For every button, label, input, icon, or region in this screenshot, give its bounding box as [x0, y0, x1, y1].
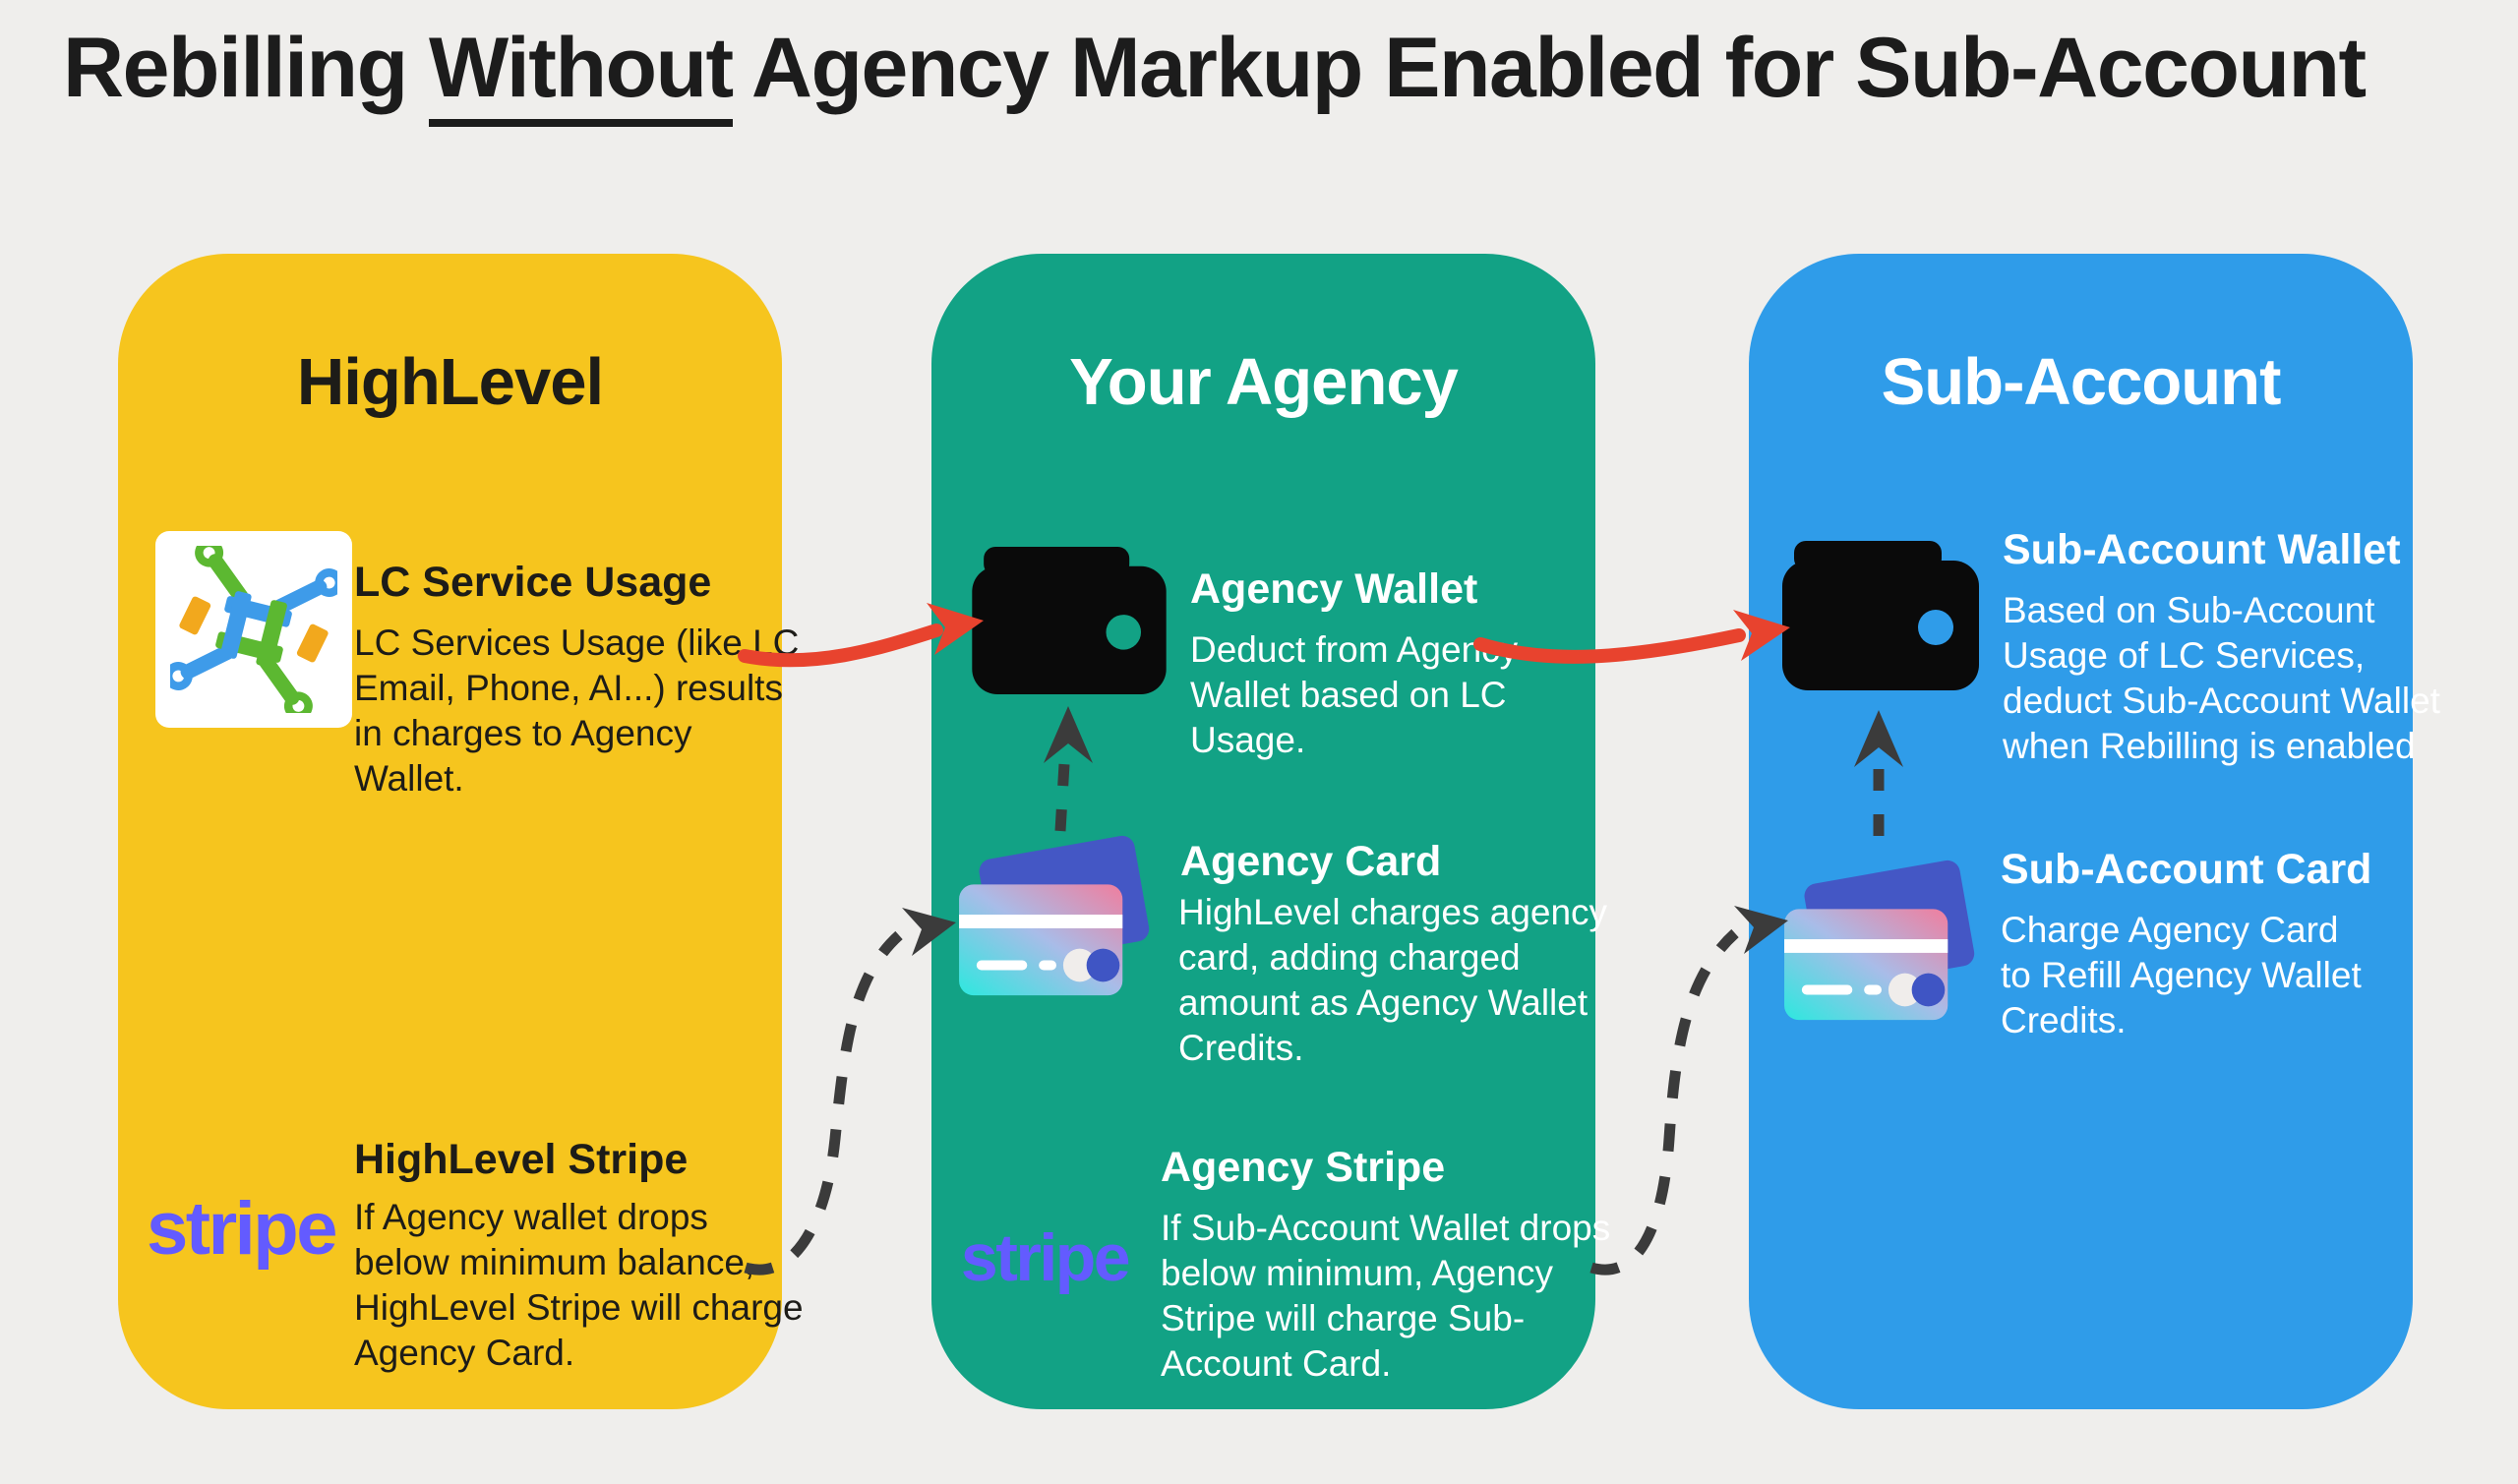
card-sub-account-title: Sub-Account [1881, 345, 2282, 419]
wallet-icon [1782, 536, 1979, 695]
wallet-icon [972, 547, 1167, 694]
section-subaccount-card-heading: Sub-Account Card [2001, 846, 2372, 893]
page-title-pre: Rebilling [63, 21, 429, 115]
section-lc-service-usage-heading: LC Service Usage [354, 559, 712, 606]
section-agency-stripe-heading: Agency Stripe [1161, 1144, 1446, 1191]
credit-card-icon [957, 829, 1152, 1011]
stripe-logo-icon: stripe [147, 1187, 337, 1271]
section-lc-service-usage-body: LC Services Usage (like LC Email, Phone,… [354, 623, 800, 799]
section-highlevel-stripe-body: If Agency wallet drops below minimum bal… [354, 1197, 804, 1373]
highlevel-logo-icon [155, 531, 352, 728]
card-highlevel: HighLevel [118, 254, 782, 1409]
section-agency-wallet-heading: Agency Wallet [1190, 565, 1478, 613]
stripe-logo-icon: stripe [960, 1219, 1131, 1295]
card-highlevel-title: HighLevel [296, 345, 604, 419]
section-agency-wallet-body: Deduct from Agency Wallet based on LC Us… [1190, 629, 1519, 760]
page-title-post: Agency Markup Enabled for Sub-Account [732, 21, 2367, 115]
section-agency-card-body: HighLevel charges agency card, adding ch… [1178, 892, 1608, 1068]
section-highlevel-stripe-heading: HighLevel Stripe [354, 1136, 689, 1183]
section-subaccount-wallet-body: Based on Sub-Account Usage of LC Service… [2003, 590, 2440, 766]
card-sub-account: Sub-Account [1749, 254, 2413, 1409]
card-your-agency: Your Agency [931, 254, 1595, 1409]
credit-card-icon [1782, 854, 1977, 1036]
page-title-underlined-word: Without [429, 21, 734, 127]
section-agency-card-heading: Agency Card [1180, 838, 1442, 885]
card-your-agency-title: Your Agency [1069, 345, 1459, 419]
section-agency-stripe-body: If Sub-Account Wallet drops below minimu… [1161, 1208, 1611, 1384]
page-title: Rebilling Without Agency Markup Enabled … [63, 20, 2367, 127]
section-subaccount-card-body: Charge Agency Card to Refill Agency Wall… [2001, 910, 2362, 1040]
section-subaccount-wallet-heading: Sub-Account Wallet [2003, 526, 2401, 573]
